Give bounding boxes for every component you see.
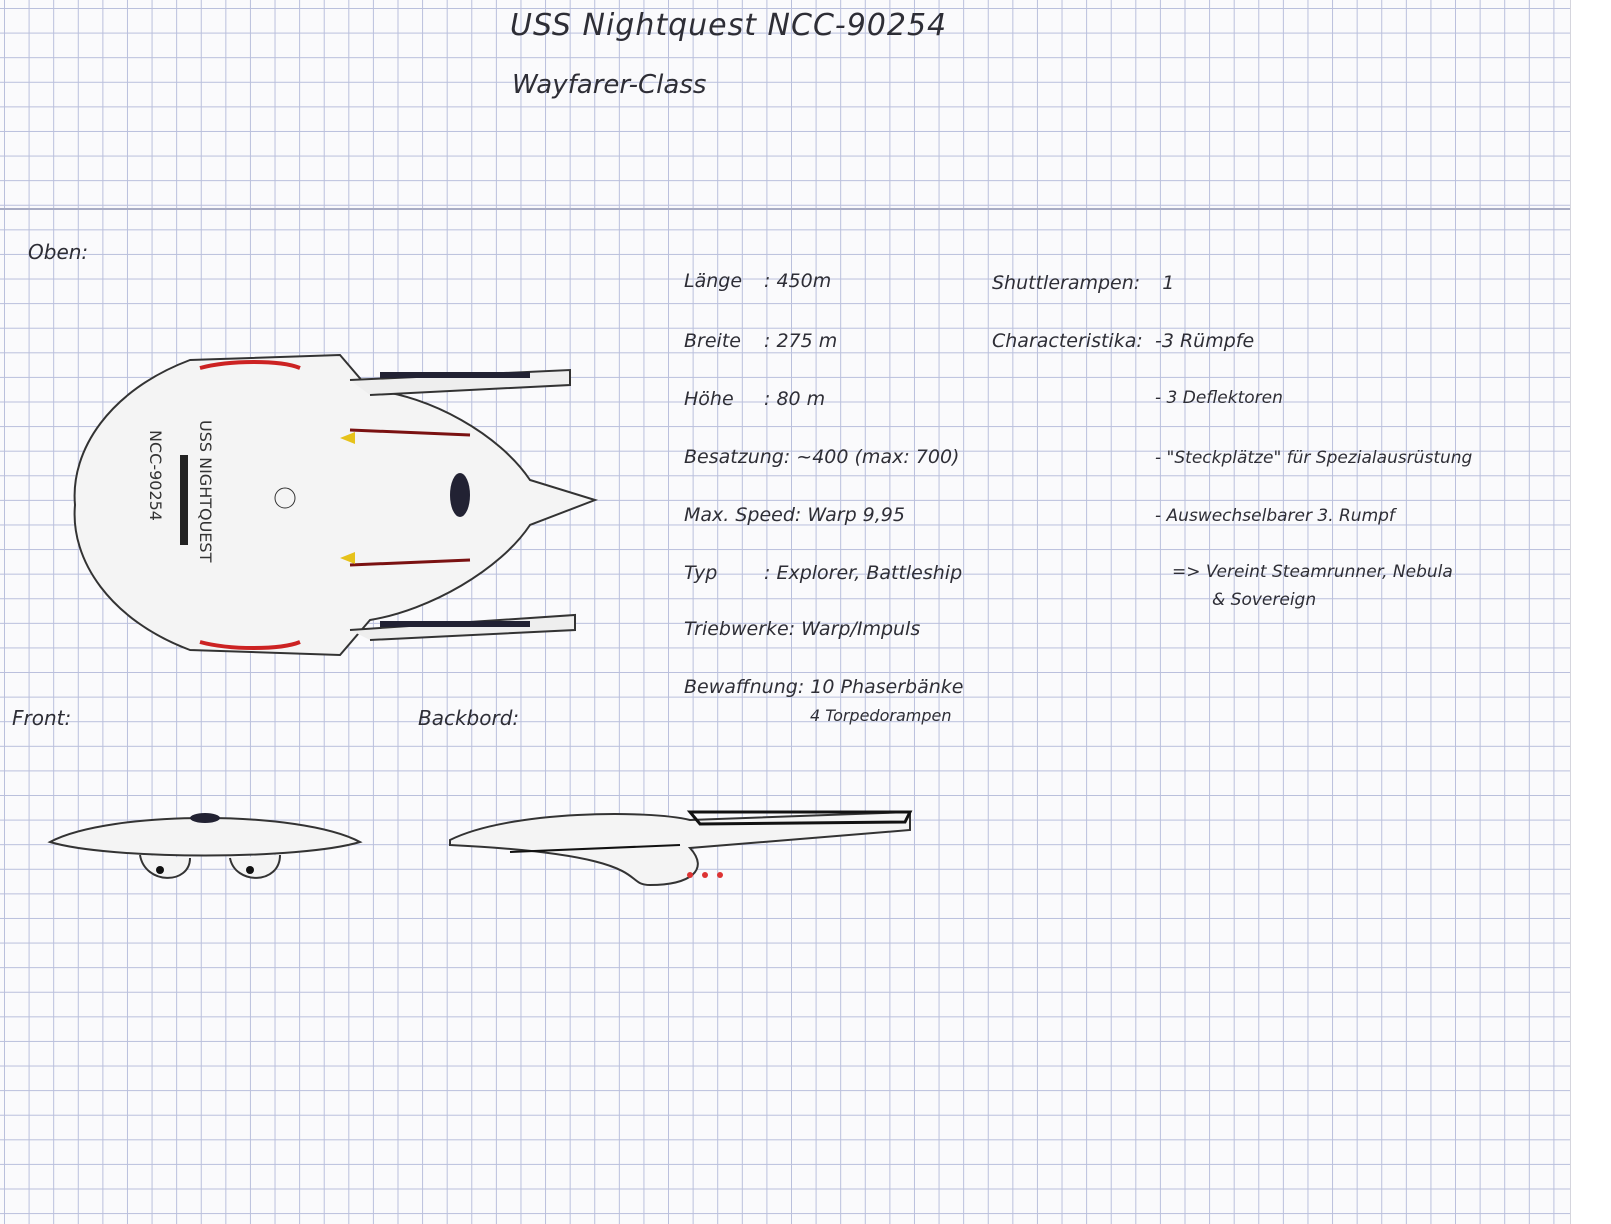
armament-extra: 4 Torpedorampen <box>810 706 952 725</box>
spec-key: Triebwerke <box>684 618 789 640</box>
grid-paper <box>0 0 1570 1224</box>
spec-row: Triebwerke: Warp/Impuls <box>684 618 921 640</box>
spec-value: 275 m <box>776 330 838 352</box>
ship-front-view <box>47 813 363 879</box>
ship-side-view <box>449 810 913 887</box>
spec-row: Bewaffnung: 10 Phaserbänke <box>684 676 964 698</box>
spec-key: Höhe <box>684 388 734 410</box>
spec-key: Shuttlerampen <box>992 272 1134 294</box>
spec-row: Typ: Explorer, Battleship <box>684 562 963 584</box>
spec-value: 80 m <box>776 388 826 410</box>
spec-key: Besatzung <box>684 446 784 468</box>
view-label-front: Front: <box>12 706 72 730</box>
shuttle-spec: Shuttlerampen: 1 <box>992 272 1175 294</box>
hull-name: USS NIGHTQUEST <box>196 420 215 563</box>
spec-value: Warp 9,95 <box>807 504 905 526</box>
spec-value: 1 <box>1162 272 1175 294</box>
spec-key: Breite <box>684 330 741 352</box>
spec-value: ~400 (max: 700) <box>796 446 960 468</box>
char-item: & Sovereign <box>1212 590 1317 610</box>
fold-line <box>0 208 1570 210</box>
ship-title: USS Nightquest NCC-90254 <box>510 8 948 43</box>
spec-value: 10 Phaserbänke <box>810 676 964 698</box>
view-label-side: Backbord: <box>418 706 520 730</box>
spec-row: Besatzung: ~400 (max: 700) <box>684 446 960 468</box>
spec-value: Warp/Impuls <box>801 618 921 640</box>
char-item: => Vereint Steamrunner, Nebula <box>1172 562 1453 582</box>
spec-key: Typ <box>684 562 718 584</box>
spec-row: Breite: 275 m <box>684 330 838 352</box>
ship-class: Wayfarer-Class <box>512 70 707 100</box>
spec-row: Max. Speed: Warp 9,95 <box>684 504 905 526</box>
spec-value: Explorer, Battleship <box>776 562 963 584</box>
spec-value: 450m <box>776 270 832 292</box>
view-label-top: Oben: <box>28 240 89 264</box>
ship-top-view: USS NIGHTQUEST NCC-90254 <box>73 353 599 657</box>
spec-key: Bewaffnung <box>684 676 798 698</box>
char-item: - "Steckplätze" für Spezialausrüstung <box>1155 448 1473 468</box>
spec-row: Höhe: 80 m <box>684 388 826 410</box>
char-item: - Auswechselbarer 3. Rumpf <box>1155 506 1395 526</box>
spec-key: Characteristika <box>992 330 1137 352</box>
spec-key: Max. Speed <box>684 504 795 526</box>
hull-registry: NCC-90254 <box>146 430 165 521</box>
char-item: - 3 Deflektoren <box>1155 388 1283 408</box>
char-item: -3 Rümpfe <box>1155 330 1255 352</box>
characteristics-label: Characteristika: <box>992 330 1143 352</box>
page-edge <box>1570 0 1611 1224</box>
spec-row: Länge: 450m <box>684 270 832 292</box>
spec-key: Länge <box>684 270 743 292</box>
